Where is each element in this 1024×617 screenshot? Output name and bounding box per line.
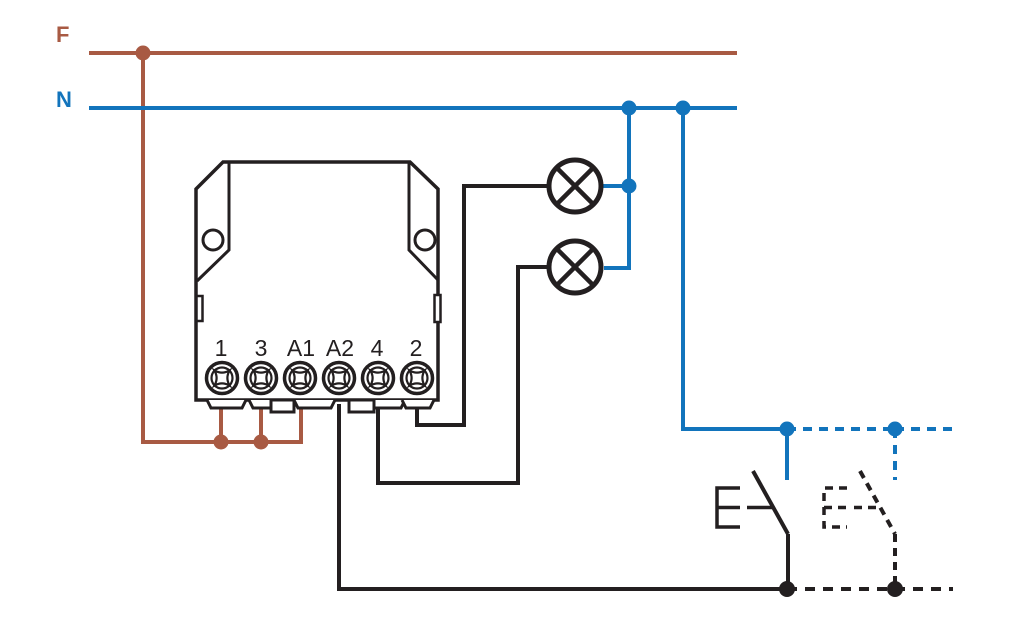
pushbutton-switch-dashed-icon <box>822 469 897 591</box>
phase-label: F <box>56 22 69 47</box>
junction-dot-icon <box>887 581 903 597</box>
signal-junction-dots <box>779 581 903 597</box>
actuator-module: 1 3 A1 A2 4 2 <box>194 160 442 414</box>
neutral-label: N <box>56 87 72 112</box>
mounting-hole-left-icon <box>201 228 225 252</box>
terminal-label-A1: A1 <box>287 335 315 361</box>
terminal-label-2: 2 <box>410 335 423 361</box>
side-slot-left <box>195 294 204 323</box>
module-body <box>194 160 440 402</box>
lamps <box>549 160 601 293</box>
junction-dot-icon <box>887 421 903 437</box>
neutral-drop-to-switches <box>681 108 787 431</box>
lamp-icon-2 <box>549 241 601 293</box>
junction-dot-icon <box>253 434 269 450</box>
neutral-drop-to-lamp2 <box>604 108 631 270</box>
junction-dot-icon <box>213 434 229 450</box>
terminal-labels: 1 3 A1 A2 4 2 <box>215 335 423 361</box>
terminal-label-A2: A2 <box>326 335 354 361</box>
terminal-screw-A1 <box>282 360 318 396</box>
junction-dot-icon <box>621 178 637 194</box>
module-wing-line-right <box>407 163 440 282</box>
side-slot-right <box>433 293 442 324</box>
junction-dot-icon <box>621 100 637 116</box>
junction-dot-icon <box>675 100 691 116</box>
terminal-screw-1 <box>204 360 240 396</box>
terminal-screw-3 <box>243 360 279 396</box>
terminal-screw-4 <box>360 360 396 396</box>
junction-dot-icon <box>779 421 795 437</box>
module-feet <box>205 398 436 414</box>
terminal-screw-2 <box>399 360 435 396</box>
lamp-icon-1 <box>549 160 601 212</box>
pushbutton-switch-solid-icon <box>715 469 790 591</box>
neutral-junction-dots <box>621 100 903 437</box>
junction-dot-icon <box>779 581 795 597</box>
signal-wires <box>337 184 953 591</box>
wire-terminal4-to-lamp2 <box>376 265 547 485</box>
terminal-label-4: 4 <box>371 335 384 361</box>
terminal-label-3: 3 <box>255 335 268 361</box>
terminal-screw-A2 <box>321 360 357 396</box>
wire-terminal2-to-lamp1 <box>415 184 547 427</box>
module-wing-line-left <box>195 163 231 283</box>
wire-terminalA2-to-switches <box>337 404 787 591</box>
neutral-bus-dashed <box>787 427 953 480</box>
junction-dot-icon <box>135 45 151 61</box>
phase-junction-dots <box>135 45 269 450</box>
mounting-hole-right-icon <box>413 228 437 252</box>
terminal-label-1: 1 <box>215 335 228 361</box>
switches <box>715 469 897 591</box>
